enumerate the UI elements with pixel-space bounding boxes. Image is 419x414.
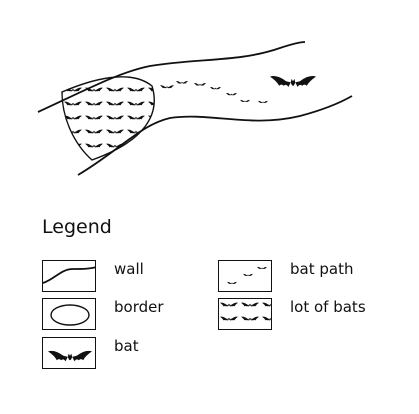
legend-swatch-lot-of-bats: [218, 298, 272, 330]
bat-path: [160, 81, 268, 104]
border-icon: [50, 304, 90, 326]
bat-legend-icon: [48, 350, 92, 362]
legend-label-wall: wall: [114, 260, 144, 278]
legend-swatch-bat-path: [218, 260, 272, 292]
legend-label-lot-of-bats: lot of bats: [290, 298, 366, 316]
legend-label-border: border: [114, 298, 164, 316]
bat-path-icon: [227, 266, 267, 285]
legend-swatch-border: [42, 298, 96, 330]
legend-swatch-bat: [42, 337, 96, 369]
wall-icon: [43, 266, 95, 284]
legend-label-bat-path: bat path: [290, 260, 354, 278]
lot-of-bats-icon: [219, 299, 271, 329]
legend-swatch-wall: [42, 260, 96, 292]
legend-title: Legend: [42, 216, 112, 238]
legend-label-bat: bat: [114, 337, 139, 355]
bat-icon: [270, 76, 316, 87]
